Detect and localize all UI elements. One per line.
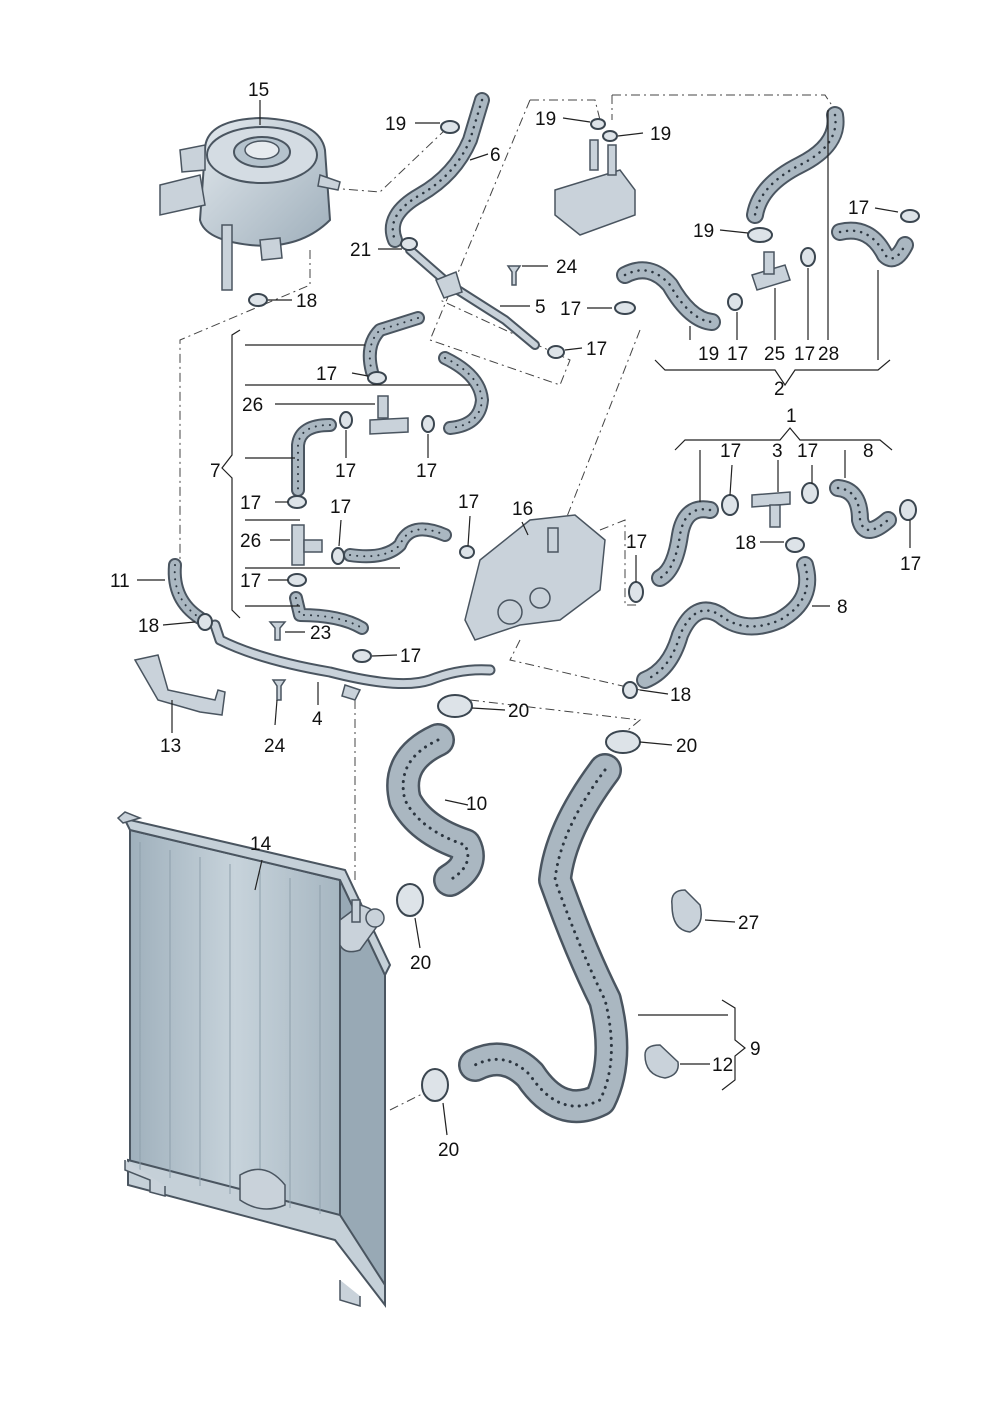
callout-4: 4: [312, 709, 323, 730]
callout-24-a: 24: [556, 257, 578, 278]
callout-10: 10: [466, 794, 487, 815]
callout-19-e: 19: [698, 344, 719, 365]
callout-11: 11: [110, 571, 130, 592]
callout-labels: 15 19 6 21 24 5 18 17 17 19 19 19 17 19 …: [110, 80, 921, 1161]
expansion-tank: [159, 116, 341, 291]
callout-18-c: 18: [735, 533, 756, 554]
callout-5: 5: [535, 297, 546, 318]
callout-26-b: 26: [240, 531, 261, 552]
callout-19-a: 19: [385, 114, 406, 135]
callout-1: 1: [786, 406, 797, 427]
hoses: [167, 92, 914, 1124]
callout-28: 28: [818, 344, 839, 365]
callout-15: 15: [248, 80, 269, 101]
callout-17-f: 17: [316, 364, 337, 385]
callout-7: 7: [210, 461, 221, 482]
callout-8-a: 8: [863, 441, 874, 462]
callout-19-b: 19: [535, 109, 556, 130]
callout-18-a: 18: [296, 291, 317, 312]
callout-17-e: 17: [794, 344, 815, 365]
callout-3: 3: [772, 441, 783, 462]
callout-21: 21: [350, 240, 371, 261]
callout-17-k: 17: [458, 492, 479, 513]
callout-17-a: 17: [560, 299, 581, 320]
callout-19-c: 19: [650, 124, 671, 145]
callout-9: 9: [750, 1039, 761, 1060]
callout-20-a: 20: [508, 701, 529, 722]
callout-20-d: 20: [438, 1140, 459, 1161]
callout-17-l: 17: [240, 571, 261, 592]
callout-2: 2: [774, 379, 785, 400]
callout-20-b: 20: [676, 736, 697, 757]
callout-17-q: 17: [900, 554, 921, 575]
callout-17-h: 17: [416, 461, 437, 482]
callout-24-b: 24: [264, 736, 286, 757]
callout-17-c: 17: [848, 198, 869, 219]
callout-20-c: 20: [410, 953, 431, 974]
callout-12: 12: [712, 1055, 733, 1076]
radiator: [116, 811, 392, 1308]
callout-25: 25: [764, 344, 785, 365]
callout-16: 16: [512, 499, 533, 520]
metal-parts: [133, 139, 791, 1079]
callout-17-j: 17: [330, 497, 351, 518]
callout-17-b: 17: [586, 339, 607, 360]
hose-clamps: [197, 118, 920, 1102]
callout-6: 6: [490, 145, 501, 166]
callout-17-m: 17: [400, 646, 421, 667]
callout-18-b: 18: [138, 616, 159, 637]
callout-23: 23: [310, 623, 331, 644]
callout-17-o: 17: [797, 441, 818, 462]
callout-17-g: 17: [335, 461, 356, 482]
callout-18-d: 18: [670, 685, 691, 706]
callout-17-d: 17: [727, 344, 748, 365]
callout-17-i: 17: [240, 493, 261, 514]
callout-26-a: 26: [242, 395, 263, 416]
callout-17-p: 17: [626, 532, 647, 553]
callout-19-d: 19: [693, 221, 714, 242]
callout-27: 27: [738, 913, 759, 934]
callout-17-n: 17: [720, 441, 741, 462]
leader-lines: [137, 100, 911, 1136]
callout-13: 13: [160, 736, 181, 757]
callout-8-b: 8: [837, 597, 848, 618]
callout-14: 14: [250, 834, 272, 855]
